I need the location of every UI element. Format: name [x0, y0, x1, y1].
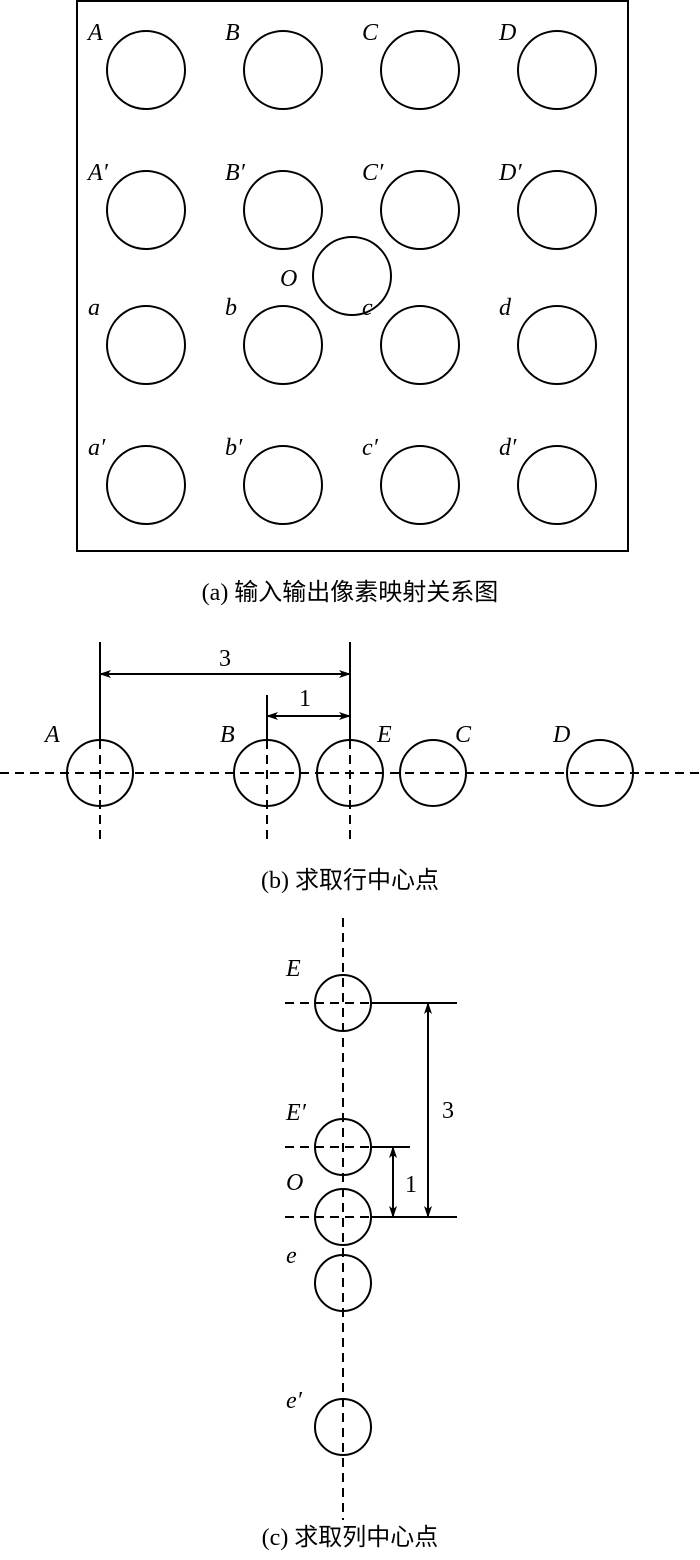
pixel-circle	[106, 30, 186, 110]
pixel-circle	[517, 30, 597, 110]
pixel-label: C	[362, 20, 379, 46]
pixel-label: A	[86, 20, 103, 46]
pixel-label: C′	[362, 160, 384, 186]
pixel-circle	[243, 30, 323, 110]
pixel-label: b	[225, 295, 237, 321]
pixel-label: c′	[362, 435, 379, 461]
output-pixel-circle	[312, 236, 392, 316]
pixel-circle	[106, 305, 186, 385]
pixel-label: B	[225, 20, 240, 46]
pixel-circle	[243, 305, 323, 385]
pixel-circle	[243, 170, 323, 250]
pixel-label: D	[498, 20, 516, 46]
pixel-label: B′	[225, 160, 246, 186]
pixel-label: B	[220, 722, 235, 748]
pixel-circle	[380, 170, 460, 250]
pixel-label: b′	[225, 435, 243, 461]
pixel-label: E	[376, 722, 392, 748]
pixel-circle	[106, 445, 186, 525]
pixel-label: E	[285, 956, 301, 982]
pixel-label: d	[499, 295, 512, 321]
pixel-label: d′	[499, 435, 517, 461]
dim-label-1: 1	[405, 1172, 417, 1198]
pixel-label: e	[286, 1243, 297, 1269]
panel-a-mapping	[76, 0, 629, 552]
dim-label-3: 3	[442, 1098, 454, 1124]
pixel-label: D	[552, 722, 570, 748]
pixel-label: D′	[498, 160, 522, 186]
pixel-circle	[314, 1398, 372, 1456]
pixel-label: c	[362, 295, 373, 321]
caption-b: (b) 求取行中心点	[261, 867, 439, 894]
pixel-circle	[399, 739, 467, 807]
pixel-circle	[243, 445, 323, 525]
pixel-circle	[380, 445, 460, 525]
pixel-circle	[380, 305, 460, 385]
pixel-label: A	[43, 722, 60, 748]
pixel-label: O	[286, 1170, 303, 1196]
pixel-label: E′	[285, 1100, 307, 1126]
pixel-label: a′	[88, 435, 106, 461]
pixel-label: a	[88, 295, 100, 321]
pixel-circle	[517, 305, 597, 385]
pixel-label: C	[455, 722, 472, 748]
panel-b-row-center	[0, 642, 700, 840]
caption-c: (c) 求取列中心点	[262, 1524, 439, 1551]
pixel-circle	[566, 739, 634, 807]
pixel-label: A′	[86, 160, 109, 186]
dim-label-3: 3	[219, 646, 231, 672]
dim-label-1: 1	[299, 686, 311, 712]
pixel-circle	[380, 30, 460, 110]
center-label: O	[280, 266, 297, 292]
panel-c-column-center	[285, 918, 457, 1520]
pixel-label: e′	[286, 1388, 303, 1414]
pixel-circle	[314, 1254, 372, 1312]
pixel-circle	[517, 445, 597, 525]
frame	[76, 0, 629, 552]
caption-a: (a) 输入输出像素映射关系图	[202, 579, 499, 606]
pixel-circle	[106, 170, 186, 250]
pixel-circle	[517, 170, 597, 250]
